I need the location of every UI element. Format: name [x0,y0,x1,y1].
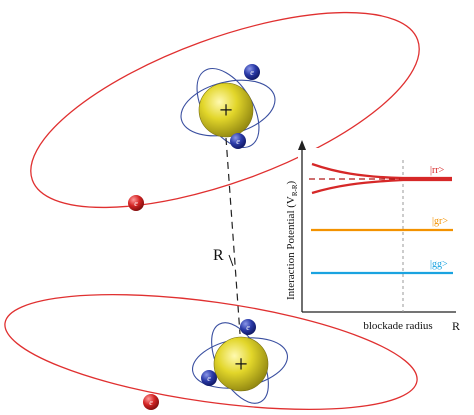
bottom-rydberg-electron [143,394,159,410]
top-atom: + e e e [30,11,420,211]
top-electron-lower-label: e [236,137,240,146]
gr-state-label: |gr> [432,216,448,227]
top-electron-upper [244,64,260,80]
bottom-atom: + e e e [4,293,418,411]
interatomic-distance-line [225,137,241,335]
rr-state-upper-curve [311,162,452,180]
bottom-nucleus [213,336,269,392]
top-rydberg-electron [128,195,144,211]
bottom-nucleus-charge: + [234,352,248,378]
top-nucleus [198,82,254,138]
plot-y-axis-arrow [298,140,306,150]
bottom-rydberg-electron-label: e [149,398,153,407]
bottom-electron-upper [240,319,256,335]
plot-x-axis-label: R [452,319,460,333]
plot-y-axis-label: Interaction Potential (VR-R) [285,180,299,300]
distance-label-tick [228,254,234,267]
top-electron-upper-label: e [250,68,254,77]
top-rydberg-orbit [30,11,420,209]
bottom-rydberg-orbit [4,293,418,411]
rr-state-label: |rr> [430,165,445,176]
blockade-radius-label: blockade radius [363,320,432,332]
bottom-electron-upper-label: e [246,323,250,332]
bottom-electron-lower [201,370,217,386]
bottom-electron-lower-label: e [207,374,211,383]
gg-state-label: |gg> [430,259,448,270]
distance-label: R [213,247,224,264]
top-nucleus-charge: + [219,98,233,124]
rr-state-lower-curve [311,178,452,195]
top-electron-lower [230,133,246,149]
top-rydberg-electron-label: e [134,199,138,208]
interaction-potential-plot: |rr> |gr> |gg> Interaction Potential (VR… [285,140,460,333]
